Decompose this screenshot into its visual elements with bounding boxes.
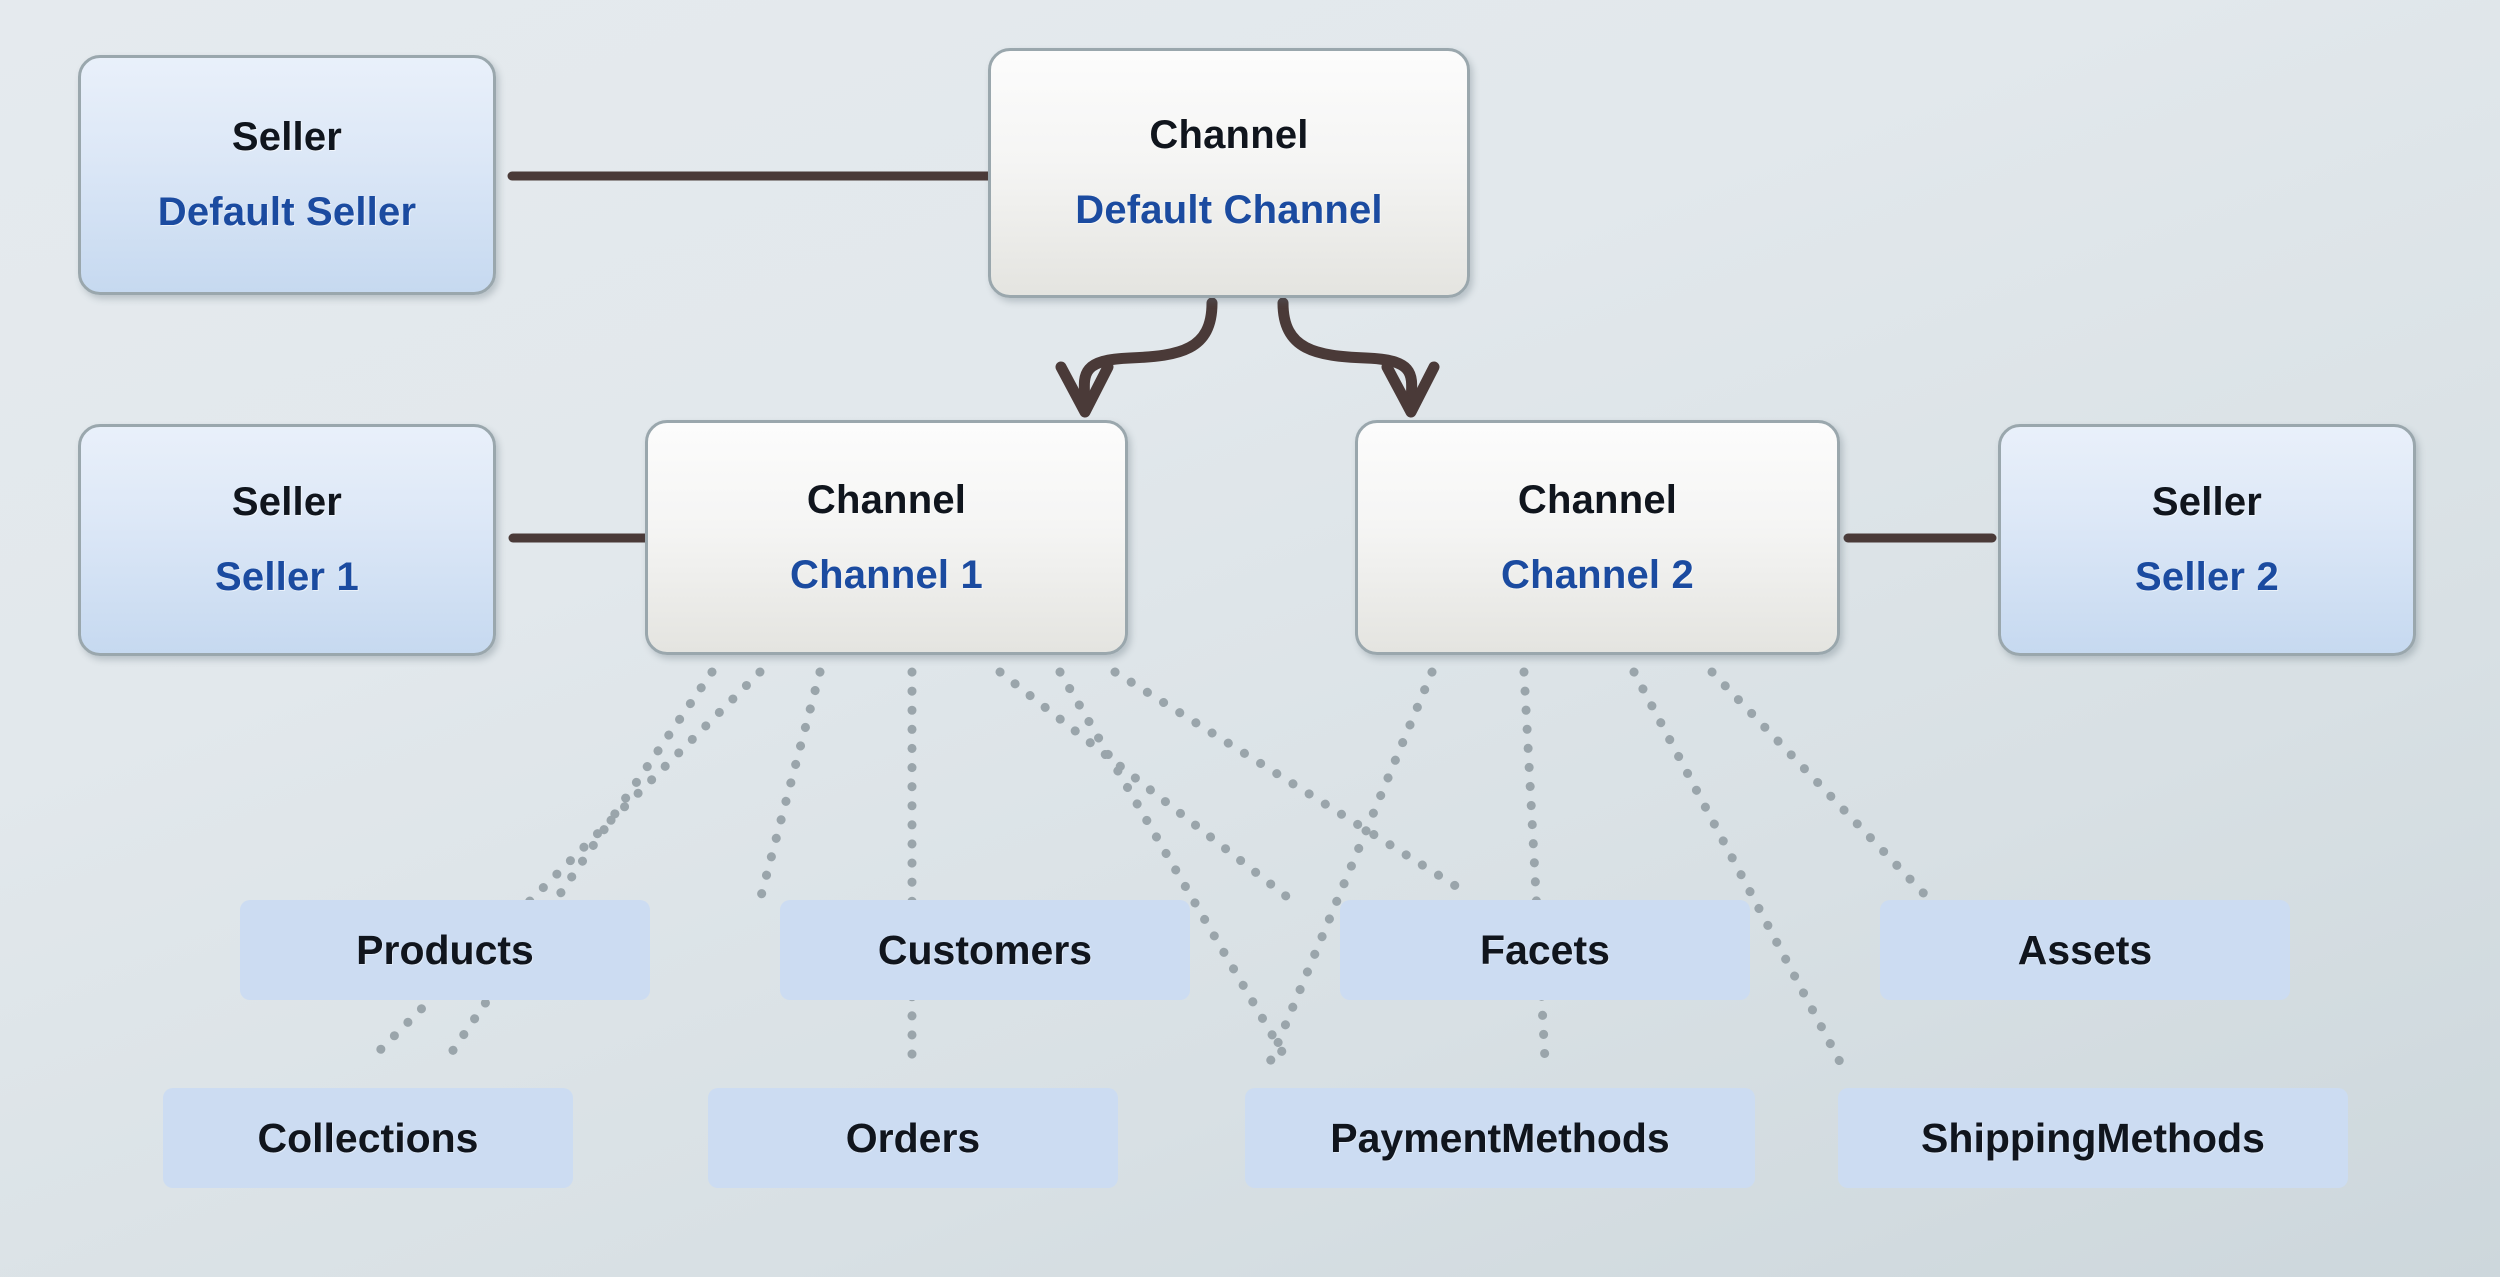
node-seller-2[interactable]: Seller Seller 2 [1998,424,2416,656]
node-name-label: Default Seller [157,190,417,234]
dotted-channel1-to-customers [755,667,825,905]
entity-box-products[interactable]: Products [240,900,650,1000]
node-name-label: Seller 2 [2135,555,2279,599]
node-type-label: Seller [231,480,343,524]
arrow-default-channel-to-channel1 [1055,297,1218,418]
dotted-channel2-to-facets [1519,667,1550,1065]
arrow-default-channel-to-channel2 [1277,297,1440,418]
node-name-label: Channel 2 [1501,552,1694,597]
entity-label: ShippingMethods [1921,1114,2265,1161]
node-type-label: Seller [231,115,343,159]
dotted-channel2-to-paymentmethods [1265,667,1437,1067]
entity-label: Facets [1480,926,1610,973]
node-type-label: Channel [1149,113,1309,157]
node-type-label: Channel [1517,477,1678,522]
entity-box-paymentmethods[interactable]: PaymentMethods [1245,1088,1755,1188]
entity-label: Orders [845,1114,981,1161]
entity-label: Collections [257,1114,479,1161]
node-name-label: Seller 1 [215,555,359,599]
entity-label: PaymentMethods [1330,1114,1670,1161]
entity-label: Customers [877,926,1093,973]
dotted-channel2-to-shippingmethods [1629,667,1845,1067]
node-type-label: Seller [2151,480,2263,524]
entity-box-collections[interactable]: Collections [163,1088,573,1188]
entity-box-shippingmethods[interactable]: ShippingMethods [1838,1088,2348,1188]
entity-box-customers[interactable]: Customers [780,900,1190,1000]
node-channel-2[interactable]: Channel Channel 2 [1355,420,1840,655]
entity-box-assets[interactable]: Assets [1880,900,2290,1000]
entity-box-orders[interactable]: Orders [708,1088,1118,1188]
dotted-channel1-to-collections [363,667,765,1067]
entity-label: Assets [2017,926,2153,973]
node-channel-1[interactable]: Channel Channel 1 [645,420,1128,655]
dotted-channel1-to-facets [995,667,1296,905]
entity-label: Products [356,926,534,973]
entity-box-facets[interactable]: Facets [1340,900,1750,1000]
dotted-channel2-to-assets [1707,667,1935,905]
node-name-label: Channel 1 [790,552,983,597]
node-name-label: Default Channel [1075,188,1383,232]
dotted-channel1-to-paymentmethods [1055,667,1293,1067]
node-default-channel[interactable]: Channel Default Channel [988,48,1470,298]
dotted-channel1-to-facets-b [1110,667,1475,900]
dotted-channel1-to-products [440,667,717,1067]
node-type-label: Channel [806,477,967,522]
node-seller-1[interactable]: Seller Seller 1 [78,424,496,656]
node-default-seller[interactable]: Seller Default Seller [78,55,496,295]
